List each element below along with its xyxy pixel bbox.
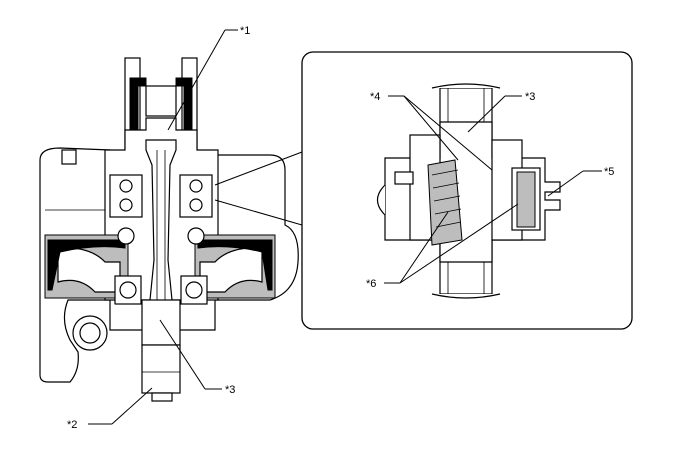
callout-label-4: *4	[370, 91, 380, 103]
main-assembly-section	[39, 57, 299, 402]
callout-label-6: *6	[366, 278, 376, 290]
callout-5: *5	[547, 166, 614, 197]
detail-inset	[301, 51, 633, 330]
callout-label-3-main: *3	[225, 384, 235, 396]
callout-4: *4	[370, 91, 493, 171]
callout-3-main: *3	[159, 319, 235, 396]
zoom-connector-top	[214, 151, 303, 186]
callout-label-1: *1	[240, 25, 250, 37]
zoom-connector-bottom	[214, 199, 303, 226]
callout-2: *2	[67, 387, 153, 431]
callout-label-5: *5	[604, 166, 614, 178]
callout-1: *1	[167, 25, 250, 131]
callout-label-2: *2	[67, 419, 77, 431]
callout-label-3-detail: *3	[525, 91, 535, 103]
callout-6: *6	[366, 203, 519, 290]
callout-3-detail: *3	[467, 91, 535, 133]
